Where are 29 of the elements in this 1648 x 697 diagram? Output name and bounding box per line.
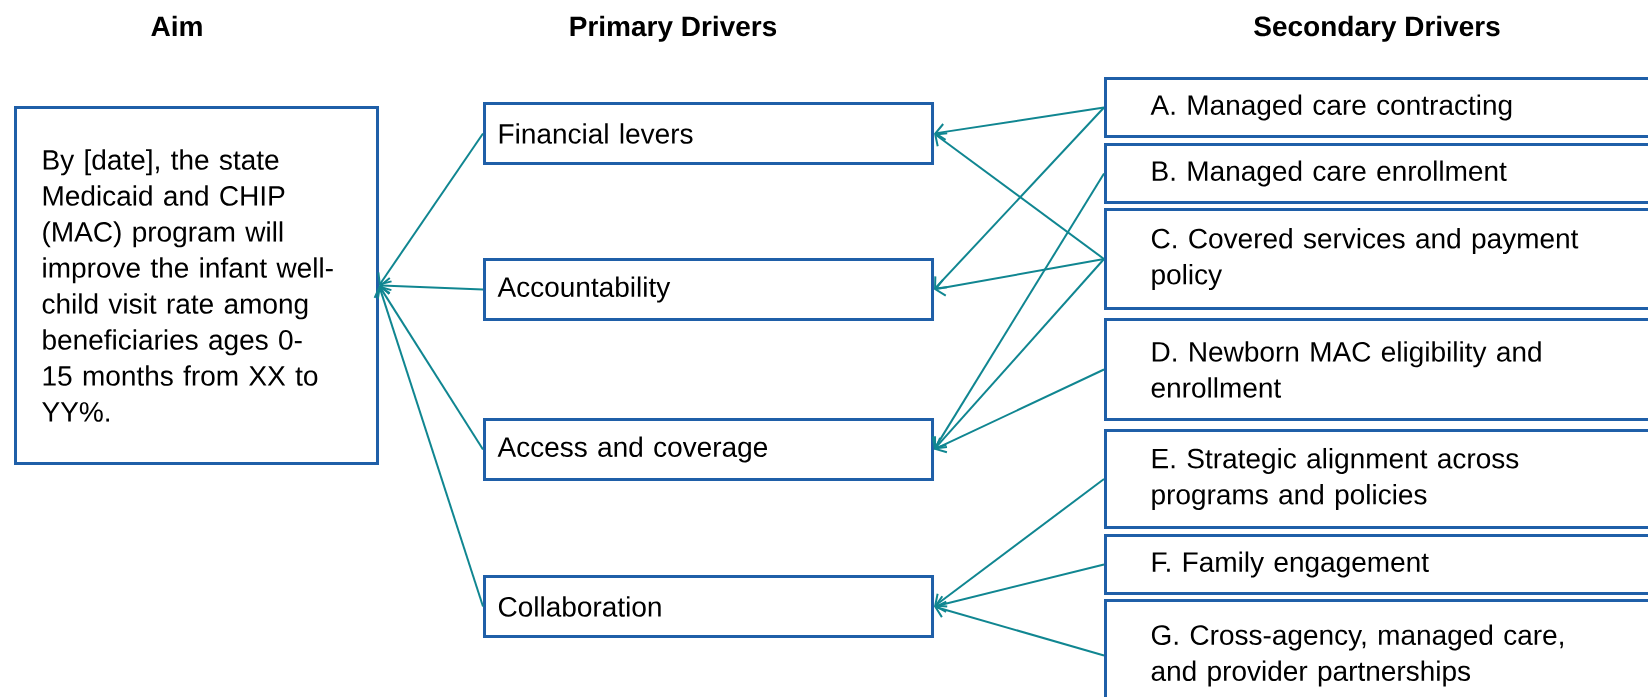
arrow (934, 132, 1105, 260)
driver-box: G. Cross-agency, managed care, and provider partnerships (1104, 599, 1648, 697)
driver-box: Access and coverage (483, 418, 934, 481)
arrow (934, 106, 1105, 141)
aim-box: By [date], the state Medicaid and CHIP (MAC) program will improve the infant well-child visit rate among beneficiaries ages 0-15 months from XX to YY%. (14, 106, 379, 465)
arrow (934, 106, 1105, 290)
arrow (934, 258, 1105, 297)
driver-box: Collaboration (483, 575, 934, 638)
arrow (934, 258, 1105, 450)
driver-box: Accountability (483, 258, 934, 321)
column-heading: Aim (151, 15, 202, 36)
arrow (377, 132, 484, 286)
arrow (934, 563, 1105, 613)
arrow (379, 276, 484, 295)
arrow (931, 172, 1105, 450)
driver-box: A. Managed care contracting (1104, 77, 1648, 138)
driver-box: F. Family engagement (1104, 534, 1648, 595)
arrow (934, 600, 1105, 657)
arrow (934, 478, 1105, 608)
arrow (376, 285, 484, 451)
column-heading: Primary Drivers (570, 15, 777, 42)
driver-box: C. Covered services and payment policy (1104, 208, 1648, 310)
arrow (373, 285, 484, 608)
driver-box: B. Managed care enrollment (1104, 143, 1648, 204)
arrow (934, 368, 1105, 454)
driver-box: E. Strategic alignment across programs and policies (1104, 429, 1648, 529)
driver-box: Financial levers (483, 102, 934, 165)
driver-box: D. Newborn MAC eligibility and enrollment (1104, 318, 1648, 421)
column-heading: Secondary Drivers (1254, 15, 1500, 42)
